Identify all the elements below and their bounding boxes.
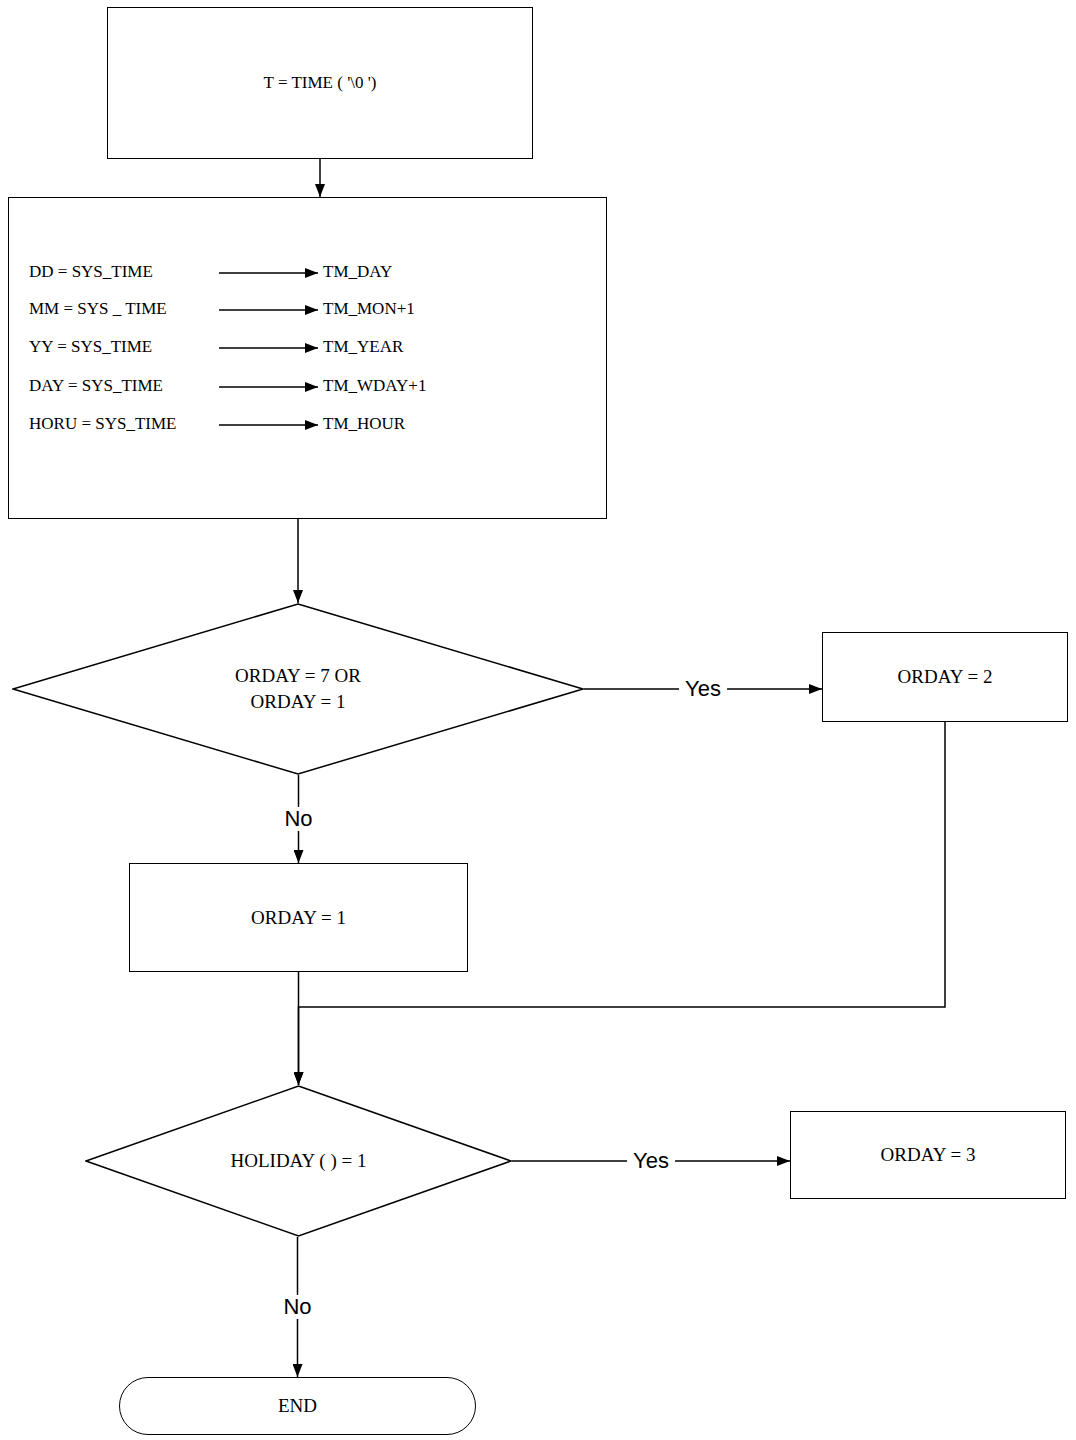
- assignment-arrow: [219, 347, 318, 349]
- decision-diamond: ORDAY = 7 OR ORDAY = 1: [12, 603, 584, 775]
- node-text: T = TIME ( '\0 '): [264, 72, 377, 95]
- assignment-arrow: [219, 272, 318, 274]
- edge-label: Yes: [627, 1149, 675, 1173]
- edge-label: No: [278, 807, 318, 831]
- assignment-arrow: [219, 386, 318, 388]
- process-box: ORDAY = 2: [822, 632, 1068, 722]
- decision-diamond: HOLIDAY ( ) = 1: [85, 1085, 512, 1237]
- edge-label: Yes: [679, 677, 727, 701]
- process-box: DD = SYS_TIME TM_DAY MM = SYS _ TIME TM_MON…: [8, 197, 607, 519]
- assignment-arrow: [219, 309, 318, 311]
- assignment-target: YY = SYS_TIME: [29, 336, 152, 359]
- time-field: TM_DAY: [323, 261, 392, 284]
- node-text: ORDAY = 7 OR ORDAY = 1: [216, 663, 381, 714]
- time-field: TM_YEAR: [323, 336, 403, 359]
- flow-connector: [319, 159, 321, 197]
- node-text: ORDAY = 3: [881, 1142, 976, 1168]
- process-box: T = TIME ( '\0 '): [107, 7, 533, 159]
- assignment-arrows: [9, 198, 608, 520]
- diamond-shape: [13, 604, 583, 774]
- edge-label: No: [277, 1295, 317, 1319]
- node-text: ORDAY = 2: [898, 664, 993, 690]
- assignment-target: HORU = SYS_TIME: [29, 413, 177, 436]
- time-field: TM_WDAY+1: [323, 375, 426, 398]
- assignment-arrow: [219, 424, 318, 426]
- terminal-end: END: [119, 1377, 476, 1435]
- flow-connector: [299, 722, 946, 1085]
- assignment-target: DD = SYS_TIME: [29, 261, 153, 284]
- assignment-target: MM = SYS _ TIME: [29, 298, 167, 321]
- time-field: TM_HOUR: [323, 413, 405, 436]
- node-text: END: [278, 1393, 317, 1419]
- time-field: TM_MON+1: [323, 298, 415, 321]
- node-text: HOLIDAY ( ) = 1: [231, 1148, 367, 1174]
- process-box: ORDAY = 1: [129, 863, 468, 972]
- diamond-shape: [86, 1086, 511, 1236]
- diamond-outline: [12, 603, 584, 775]
- flow-connector: [297, 519, 299, 603]
- process-box: ORDAY = 3: [790, 1111, 1066, 1199]
- assignment-target: DAY = SYS_TIME: [29, 375, 163, 398]
- node-text: ORDAY = 1: [251, 905, 346, 931]
